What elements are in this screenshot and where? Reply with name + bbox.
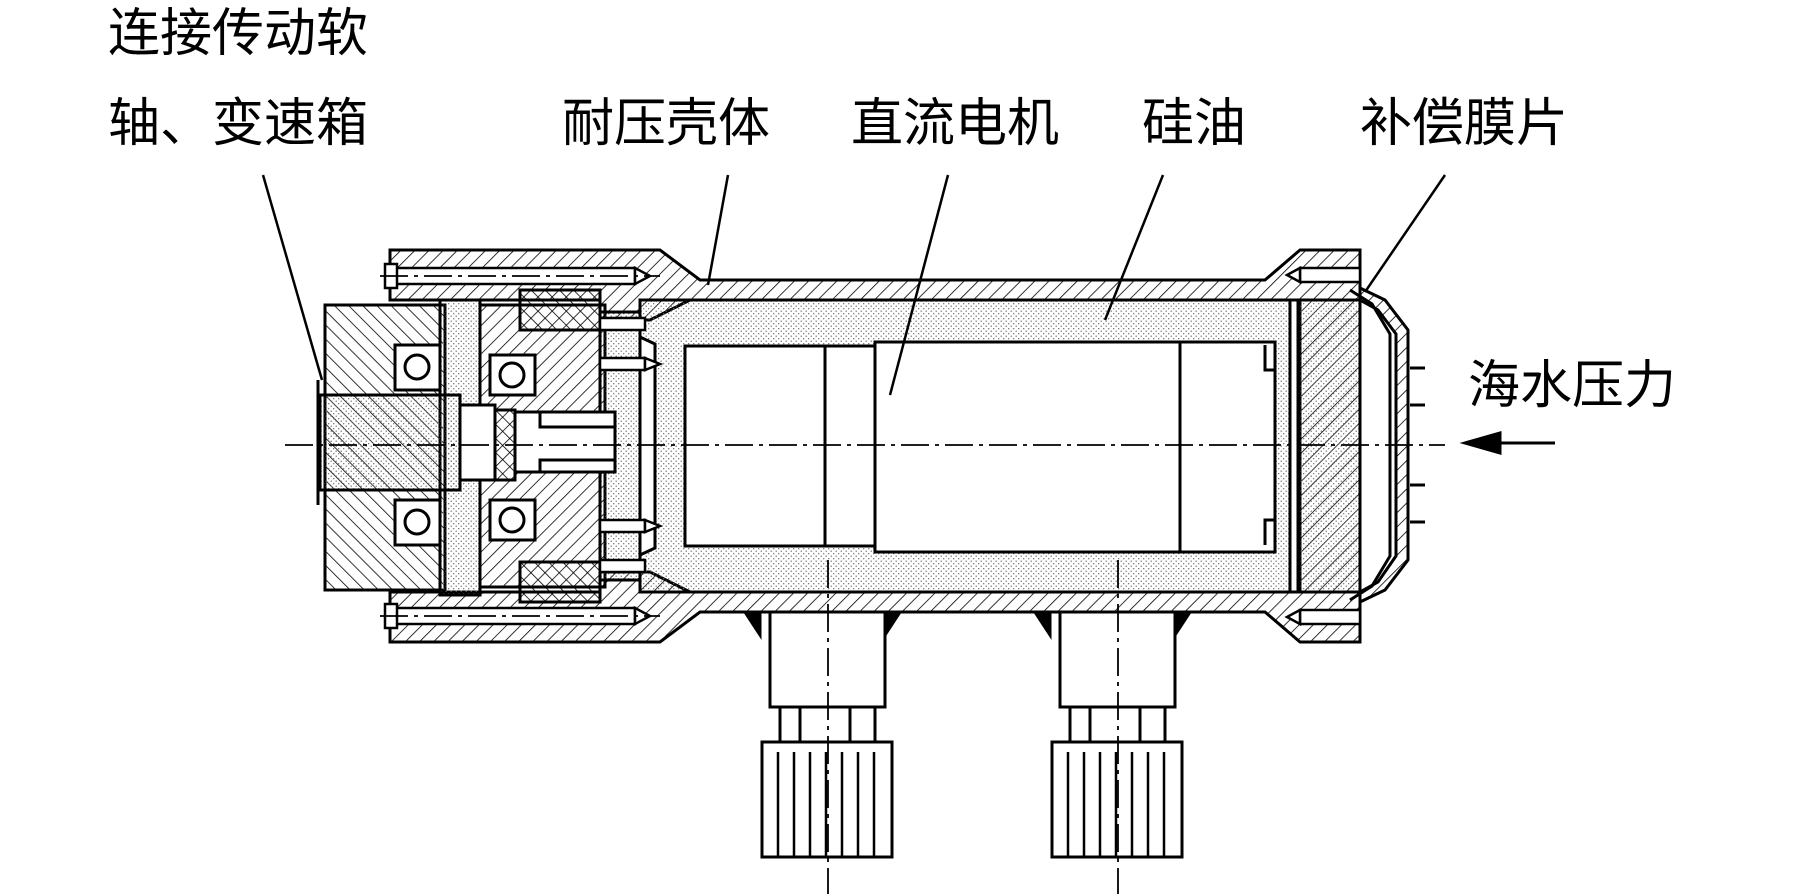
label-compensation-membrane: 补偿膜片 xyxy=(1360,94,1569,154)
flexible-shaft-connector xyxy=(316,380,617,505)
dc-motor-body xyxy=(683,340,1277,554)
centerlines xyxy=(285,275,1445,894)
connector-grip-ribs xyxy=(776,752,1166,857)
label-silicone-oil: 硅油 xyxy=(1142,94,1247,154)
compensation-membrane xyxy=(1349,285,1425,605)
seawater-pressure-arrow xyxy=(1459,431,1555,455)
label-pressure-housing: 耐压壳体 xyxy=(562,94,771,154)
label-shaft-gearbox-line2: 轴、变速箱 xyxy=(108,94,369,154)
label-shaft-gearbox-line1: 连接传动软 xyxy=(108,4,369,64)
leader-lines xyxy=(261,174,1447,396)
housing-bolts xyxy=(383,262,1362,630)
bottom-connectors xyxy=(742,610,1193,859)
label-dc-motor: 直流电机 xyxy=(851,94,1060,154)
label-seawater-pressure: 海水压力 xyxy=(1468,356,1677,416)
